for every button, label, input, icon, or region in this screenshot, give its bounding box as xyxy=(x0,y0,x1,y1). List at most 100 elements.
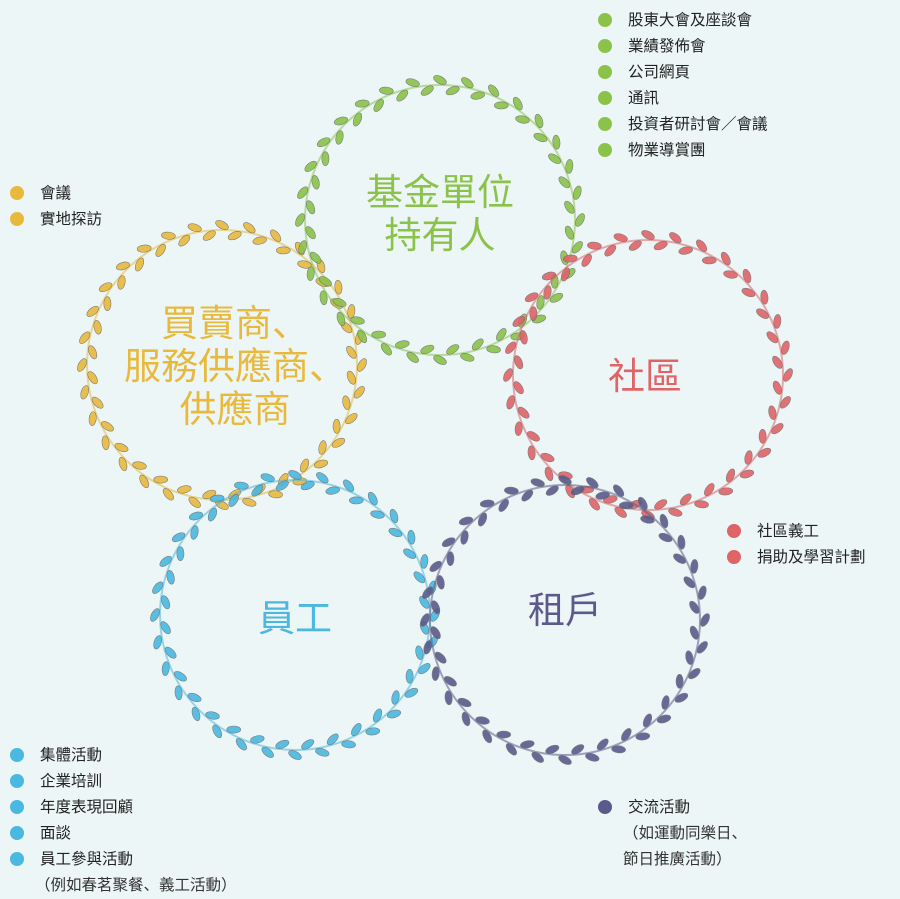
leaf-icon xyxy=(642,713,653,728)
leaf-icon xyxy=(315,748,330,757)
leaf-icon xyxy=(545,485,559,496)
leaf-icon xyxy=(176,546,185,562)
staff-label: 員工 xyxy=(210,597,380,641)
leaf-icon xyxy=(614,506,627,518)
leaf-icon xyxy=(683,576,696,589)
leaf-icon xyxy=(781,340,790,355)
leaf-icon xyxy=(334,279,343,295)
leaf-icon xyxy=(653,241,668,251)
leaf-icon xyxy=(88,345,98,360)
leaf-icon xyxy=(482,729,493,744)
leaf-icon xyxy=(545,744,560,754)
leaf-icon xyxy=(335,130,344,145)
leaf-icon xyxy=(228,493,239,507)
leaf-icon xyxy=(318,440,327,455)
leaf-icon xyxy=(342,395,351,410)
leaf-icon xyxy=(512,96,523,111)
leaf-icon xyxy=(720,251,731,266)
leaf-icon xyxy=(628,240,642,251)
bullet-dot-icon xyxy=(598,117,612,131)
list-item: 公司網頁 xyxy=(598,59,768,85)
bullet-dot-icon xyxy=(598,91,612,105)
leaf-icon xyxy=(533,132,548,143)
leaf-icon xyxy=(301,739,315,750)
leaf-icon xyxy=(613,233,628,242)
list-item: 企業培訓 xyxy=(10,768,237,794)
leaf-icon xyxy=(641,230,655,240)
leaf-icon xyxy=(549,292,564,303)
leaf-icon xyxy=(404,687,419,698)
leaf-icon xyxy=(685,650,694,665)
leaf-icon xyxy=(704,483,715,497)
leaf-icon xyxy=(101,435,110,451)
leaf-icon xyxy=(477,512,488,527)
leaf-icon xyxy=(396,89,409,102)
leaf-icon xyxy=(215,220,229,230)
leaf-icon xyxy=(471,338,484,351)
leaf-icon xyxy=(470,91,485,100)
leaf-icon xyxy=(139,474,150,489)
leaf-icon xyxy=(446,551,455,567)
suppliers-list: 會議 實地探訪 xyxy=(10,180,102,232)
leaf-icon xyxy=(661,695,670,710)
leaf-icon xyxy=(690,559,699,574)
leaf-icon xyxy=(541,271,557,281)
leaf-icon xyxy=(742,268,752,284)
bullet-dot-icon xyxy=(10,774,24,788)
leaf-icon xyxy=(585,753,600,762)
leaf-icon xyxy=(202,230,216,241)
leaf-icon xyxy=(318,276,332,287)
list-item: 員工參與活動 xyxy=(10,846,237,872)
leaf-icon xyxy=(150,608,160,622)
leaf-icon xyxy=(100,421,114,432)
leaf-icon xyxy=(365,727,381,736)
suppliers-label-line2: 服務供應商、 xyxy=(124,344,346,388)
leaf-icon xyxy=(336,311,346,327)
leaf-icon xyxy=(372,708,383,723)
leaf-icon xyxy=(275,246,291,255)
leaf-icon xyxy=(544,466,554,482)
leaf-icon xyxy=(268,490,283,499)
leaf-icon xyxy=(164,646,177,659)
list-item: 集體活動 xyxy=(10,742,237,768)
leaf-icon xyxy=(475,716,490,725)
leaf-icon xyxy=(420,344,435,354)
leaf-icon xyxy=(433,355,447,365)
leaf-icon xyxy=(300,481,315,491)
leaf-icon xyxy=(534,113,544,129)
leaf-icon xyxy=(540,452,555,463)
leaf-icon xyxy=(588,498,600,511)
leaf-icon xyxy=(739,469,755,479)
leaf-icon xyxy=(297,260,312,269)
leaf-icon xyxy=(313,459,329,469)
leaf-icon xyxy=(405,78,420,87)
leaf-icon xyxy=(521,489,534,502)
leaf-icon xyxy=(178,234,191,247)
tenants-wreath xyxy=(420,475,710,765)
staff-list: 集體活動 企業培訓 年度表現回顧 面談 員工參與活動 （例如春茗聚餐、義工活動） xyxy=(10,742,237,898)
leaf-icon xyxy=(677,534,686,550)
leaf-icon xyxy=(694,500,709,509)
list-item: 通訊 xyxy=(598,85,768,111)
suppliers-label: 買賣商、 服務供應商、 供應商 xyxy=(90,302,380,432)
leaf-icon xyxy=(675,673,684,689)
leaf-icon xyxy=(621,728,632,742)
leaf-icon xyxy=(350,316,365,325)
leaf-icon xyxy=(331,437,346,448)
leaf-icon xyxy=(460,353,475,362)
leaf-icon xyxy=(504,486,519,495)
leaf-icon xyxy=(346,370,356,385)
leaf-icon xyxy=(270,229,282,242)
leaf-icon xyxy=(564,200,575,214)
leaf-icon xyxy=(295,213,305,227)
leaf-icon xyxy=(288,750,302,760)
leaf-icon xyxy=(275,480,289,491)
leaf-icon xyxy=(306,200,316,215)
leaf-icon xyxy=(250,735,265,744)
leaf-icon xyxy=(190,525,199,540)
bullet-dot-icon xyxy=(727,550,741,564)
leaf-icon xyxy=(298,240,307,255)
leaf-icon xyxy=(134,257,145,272)
leaf-icon xyxy=(132,461,147,470)
leaf-icon xyxy=(351,723,362,737)
